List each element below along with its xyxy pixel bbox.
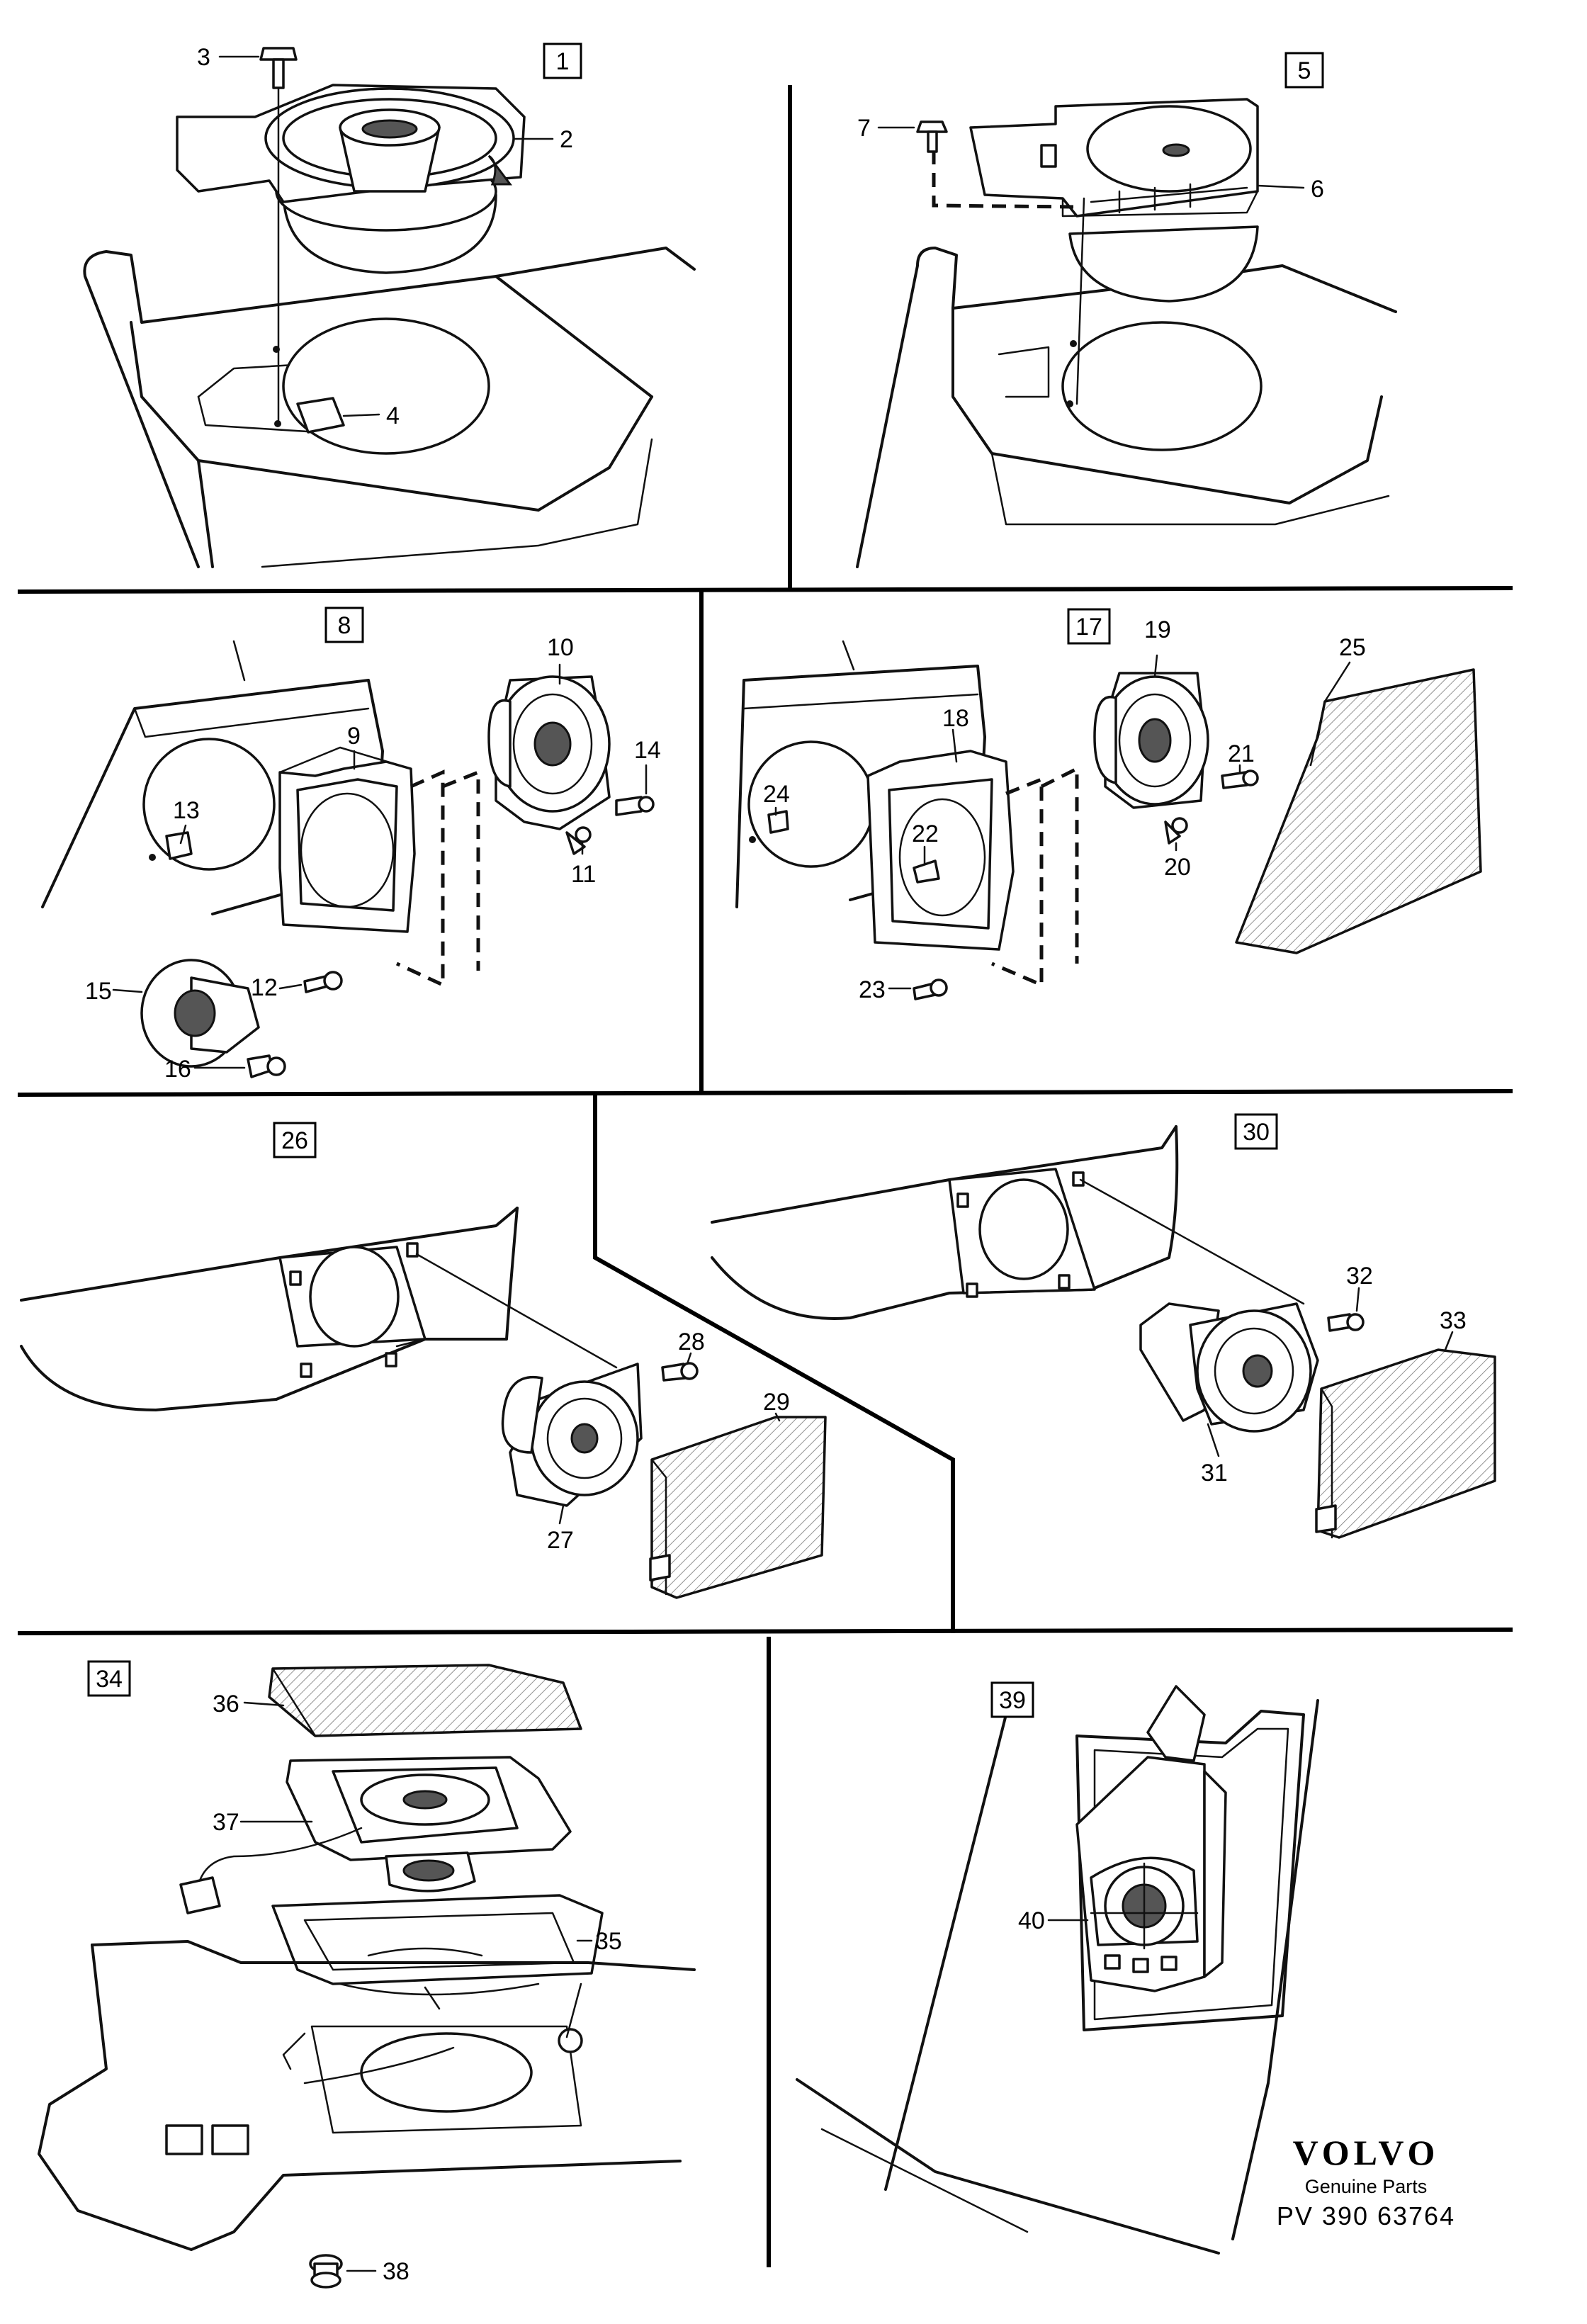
ref-box-8 [324, 607, 364, 643]
callout-22: 22 [912, 820, 939, 847]
callout-18: 18 [942, 705, 969, 732]
callout-7: 7 [857, 115, 871, 142]
callout-31: 31 [1201, 1460, 1228, 1487]
callout-37: 37 [213, 1809, 239, 1836]
callout-13: 13 [173, 797, 200, 824]
ref-box-5 [1284, 52, 1324, 89]
panel-8 [41, 640, 655, 1078]
callout-3: 3 [197, 44, 210, 71]
ref-label-17: 17 [1075, 614, 1102, 641]
callout-27: 27 [547, 1527, 574, 1554]
callout-29: 29 [763, 1389, 790, 1416]
leader-lines [112, 55, 1454, 2272]
callout-16: 16 [164, 1056, 191, 1083]
callout-11: 11 [571, 861, 596, 888]
callout-15: 15 [85, 978, 112, 1005]
callout-36: 36 [213, 1691, 239, 1717]
callout-35: 35 [595, 1928, 622, 1955]
panel-5 [856, 98, 1397, 568]
footer: VOLVO Genuine Parts PV 390 63764 [1277, 2133, 1455, 2230]
ref-label-39: 39 [999, 1687, 1026, 1714]
callout-24: 24 [763, 781, 790, 808]
panel-39 [796, 1685, 1319, 2255]
panel-26 [20, 1207, 827, 1599]
callout-21: 21 [1228, 740, 1255, 767]
ref-box-1 [543, 43, 582, 79]
callout-38: 38 [383, 2258, 410, 2285]
callout-14: 14 [634, 737, 661, 764]
callout-2: 2 [560, 126, 573, 153]
ref-box-34 [87, 1660, 131, 1697]
panel-1 [83, 47, 696, 568]
callout-6: 6 [1311, 176, 1324, 203]
panel-ref-boxes: 1 5 8 17 26 30 34 39 [87, 43, 1324, 1718]
part-code: PV 390 63764 [1277, 2201, 1455, 2230]
callout-numbers: 3 2 4 7 6 10 9 14 13 11 12 15 16 19 25 1… [85, 44, 1467, 2285]
callout-10: 10 [547, 634, 574, 661]
ref-label-1: 1 [556, 48, 570, 75]
panel-30 [711, 1125, 1496, 1539]
ref-label-5: 5 [1298, 57, 1311, 84]
callout-23: 23 [859, 976, 886, 1003]
ref-label-30: 30 [1243, 1119, 1270, 1146]
ref-label-26: 26 [281, 1127, 308, 1154]
callout-28: 28 [678, 1329, 705, 1355]
panel-17 [735, 640, 1482, 1000]
ref-box-39 [990, 1681, 1034, 1718]
ref-box-26 [273, 1122, 317, 1158]
ref-box-30 [1234, 1113, 1278, 1150]
callout-4: 4 [386, 402, 400, 429]
callout-20: 20 [1164, 854, 1191, 881]
brand-tagline: Genuine Parts [1305, 2176, 1428, 2197]
panel-dividers [17, 85, 1513, 2267]
callout-19: 19 [1144, 616, 1171, 643]
brand-logo: VOLVO [1293, 2133, 1440, 2172]
panel-34 [38, 1664, 696, 2289]
ref-label-8: 8 [338, 612, 351, 639]
callout-33: 33 [1440, 1307, 1467, 1334]
callout-25: 25 [1339, 634, 1366, 661]
callout-9: 9 [347, 723, 361, 750]
callout-32: 32 [1346, 1263, 1373, 1290]
callout-12: 12 [251, 974, 278, 1001]
ref-label-34: 34 [96, 1666, 123, 1693]
callout-40: 40 [1018, 1907, 1045, 1934]
ref-box-17 [1067, 608, 1111, 645]
